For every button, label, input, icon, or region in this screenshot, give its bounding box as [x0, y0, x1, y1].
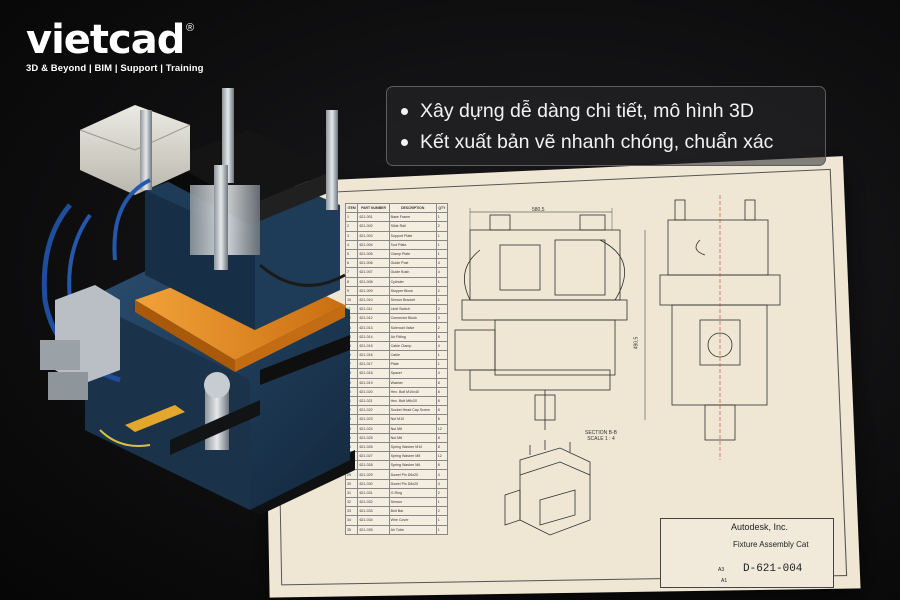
bom-cell: 1 [435, 524, 449, 535]
bom-header-row: ITEM PART NUMBER DESCRIPTION QTY [344, 202, 449, 214]
title-block-title: Fixture Assembly Cat [733, 540, 809, 549]
title-block-sheet: A1 [721, 578, 728, 584]
section-title: SECTION B-B [585, 430, 617, 436]
bom-cell: 1 [435, 212, 449, 223]
feature-bullet: Kết xuất bản vẽ nhanh chóng, chuẩn xác [401, 127, 811, 158]
title-block-size: A3 [718, 567, 725, 573]
brand-tagline: 3D & Beyond | BIM | Support | Training [26, 63, 204, 74]
bullet-dot-icon [401, 139, 408, 146]
bom-header-cell: QTY [435, 202, 449, 214]
feature-bullet: Xây dựng dễ dàng chi tiết, mô hình 3D [401, 96, 811, 127]
title-block: Autodesk, Inc. Fixture Assembly Cat A3 D… [660, 518, 834, 588]
bom-cell: 1 [435, 230, 449, 241]
section-label: SECTION B-B SCALE 1 : 4 [585, 430, 617, 442]
feature-text: Xây dựng dễ dàng chi tiết, mô hình 3D [420, 100, 754, 122]
bom-cell: 33 [344, 506, 359, 517]
bom-cell: 2 [435, 221, 449, 232]
bom-cell: 35 [344, 524, 359, 535]
side-view [659, 195, 781, 460]
dimension-width: 580,5 [532, 207, 545, 213]
section-scale: SCALE 1 : 4 [587, 436, 615, 442]
bom-cell: 1 [435, 239, 449, 250]
brand-wordmark: vietcad [26, 17, 185, 63]
bom-cell: 2 [435, 506, 449, 517]
bom-header-cell: ITEM [344, 202, 359, 214]
title-block-company: Autodesk, Inc. [731, 522, 789, 532]
bom-cell: 1 [435, 515, 449, 526]
registered-mark: ® [186, 22, 195, 34]
bom-cell: 3 [344, 230, 359, 241]
bullet-dot-icon [401, 108, 408, 115]
bom-cell: 34 [344, 515, 359, 526]
iso-view [504, 440, 591, 536]
title-block-number: D-621-004 [743, 563, 803, 575]
feature-callout: Xây dựng dễ dàng chi tiết, mô hình 3D Kế… [386, 86, 826, 166]
bom-cell: 1 [344, 212, 359, 223]
bom-cell: 4 [344, 239, 359, 250]
brand-logo: vietcad ® 3D & Beyond | BIM | Support | … [26, 18, 204, 74]
front-view [454, 208, 646, 430]
feature-text: Kết xuất bản vẽ nhanh chóng, chuẩn xác [420, 131, 774, 153]
bom-cell: 2 [344, 221, 359, 232]
